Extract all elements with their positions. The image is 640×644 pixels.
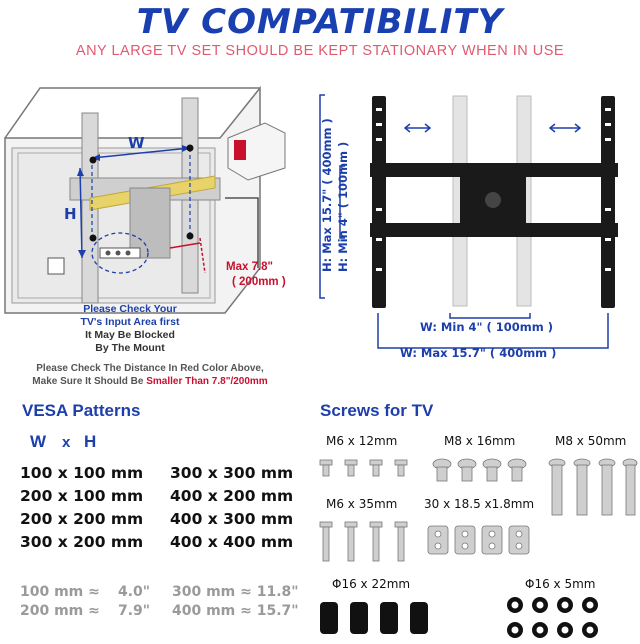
screw-label: 30 x 18.5 x1.8mm xyxy=(424,497,535,511)
vesa-pattern: 200 x 100 mm xyxy=(20,487,144,505)
vesa-pattern: 300 x 300 mm xyxy=(170,464,294,482)
page-title: TV COMPATIBILITY xyxy=(136,2,504,42)
mount-diagram xyxy=(319,94,618,349)
w-max-label: W: Max 15.7" ( 400mm ) xyxy=(400,346,557,360)
tv-back-diagram xyxy=(4,85,286,314)
w-min-label: W: Min 4" ( 100mm ) xyxy=(420,320,553,334)
h-min-label: H: Min 4" ( 100mm ) xyxy=(336,141,350,272)
screws-heading: Screws for TV xyxy=(320,401,434,420)
vesa-h: H xyxy=(84,432,97,451)
input-note: Please Check Your TV's Input Area first … xyxy=(55,303,205,355)
conversion: 300 mm ≈ 11.8" xyxy=(172,584,299,600)
vesa-heading: VESA Patterns xyxy=(22,401,141,420)
input-note-line: Please Check Your xyxy=(83,303,177,315)
distance-note-line2: Make Sure It Should Be Smaller Than 7.8"… xyxy=(0,375,300,388)
w-label: W xyxy=(128,134,145,152)
conversion: 400 mm ≈ 15.7" xyxy=(172,603,299,619)
screw-label: M6 x 12mm xyxy=(326,434,398,448)
max-distance: Max 7.8" xyxy=(226,261,274,273)
distance-note-highlight: Smaller Than 7.8" xyxy=(146,376,231,387)
vesa-pattern: 100 x 100 mm xyxy=(20,464,144,482)
input-note-line: By The Mount xyxy=(95,342,165,354)
conversion: 100 mm ≈ xyxy=(20,584,100,600)
conversion: 4.0" xyxy=(118,584,151,600)
screw-label: M8 x 50mm xyxy=(555,434,627,448)
screw-label: M6 x 35mm xyxy=(326,497,398,511)
conversion: 7.9" xyxy=(118,603,151,619)
screw-m6x12-icon xyxy=(319,459,333,477)
screw-label: Φ16 x 5mm xyxy=(525,577,596,591)
vesa-pattern: 200 x 200 mm xyxy=(20,510,144,528)
vesa-pattern: 400 x 400 mm xyxy=(170,533,294,551)
distance-note-suffix: /200mm xyxy=(230,376,268,387)
page-subtitle: ANY LARGE TV SET SHOULD BE KEPT STATIONA… xyxy=(75,43,565,59)
distance-note-line1: Please Check The Distance In Red Color A… xyxy=(36,363,264,374)
vesa-pattern: 400 x 200 mm xyxy=(170,487,294,505)
screw-label: M8 x 16mm xyxy=(444,434,516,448)
input-note-line: It May Be Blocked xyxy=(85,329,175,341)
vesa-pattern: 400 x 300 mm xyxy=(170,510,294,528)
h-label: H xyxy=(64,205,77,223)
distance-note-prefix: Make Sure It Should Be xyxy=(32,376,147,387)
vesa-pattern: 300 x 200 mm xyxy=(20,533,144,551)
vesa-w: W xyxy=(30,432,47,451)
vesa-x: x xyxy=(62,434,71,451)
distance-note: Please Check The Distance In Red Color A… xyxy=(0,362,300,388)
conversion: 200 mm ≈ xyxy=(20,603,100,619)
input-note-line: TV's Input Area first xyxy=(80,316,180,328)
max-distance-mm: ( 200mm ) xyxy=(232,276,286,288)
screw-label: Φ16 x 22mm xyxy=(332,577,411,591)
screws-illustration xyxy=(319,458,638,638)
